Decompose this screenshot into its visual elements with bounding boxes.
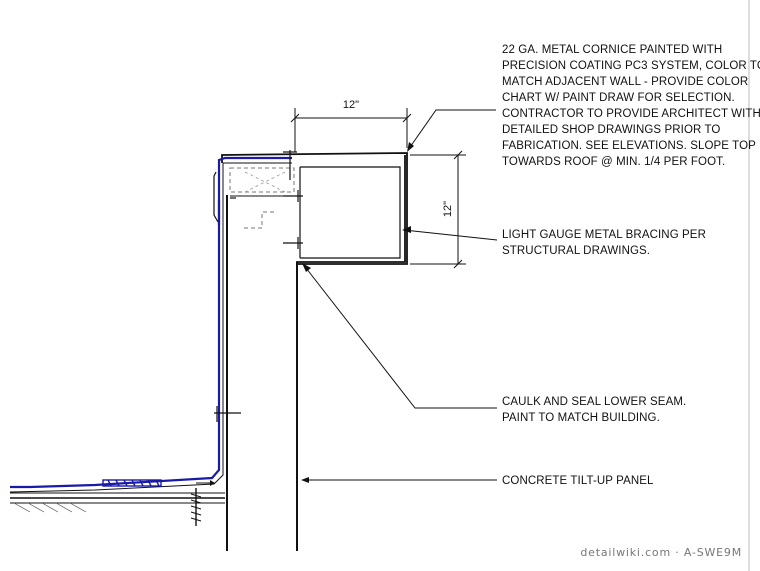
note-line: DETAILED SHOP DRAWINGS PRIOR TO [502,124,720,136]
roof-membrane [9,156,292,493]
note-line: TOWARDS ROOF @ MIN. 1/4 PER FOOT. [502,156,725,168]
concrete-tilt-up-panel [226,195,298,551]
roof-deck [10,479,225,526]
note-caulk: CAULK AND SEAL LOWER SEAM. PAINT TO MATC… [502,396,686,424]
note-cornice: 22 GA. METAL CORNICE PAINTED WITH PRECIS… [502,44,760,168]
dimension-width [290,108,412,152]
metal-cornice [221,152,408,265]
fastener-ticks [214,150,303,422]
note-line: CHART W/ PAINT DRAW FOR SELECTION. [502,92,735,104]
note-panel: CONCRETE TILT-UP PANEL [502,475,654,487]
dimension-width-label: 12" [343,99,359,111]
dimension-height-label: 12" [442,201,454,217]
footer-watermark: detailwiki.com · A-SWE9M [580,546,742,559]
note-line: CAULK AND SEAL LOWER SEAM. [502,396,686,408]
note-line: LIGHT GAUGE METAL BRACING PER [502,229,706,241]
note-line: PAINT TO MATCH BUILDING. [502,412,660,424]
leader-arrowheads [301,142,414,483]
note-bracing: LIGHT GAUGE METAL BRACING PER STRUCTURAL… [502,229,706,257]
note-line: FABRICATION. SEE ELEVATIONS. SLOPE TOP [502,140,756,152]
dimension-height [410,150,466,269]
note-line: 22 GA. METAL CORNICE PAINTED WITH [502,44,722,56]
note-line: PRECISION COATING PC3 SYSTEM, COLOR TO [502,60,760,72]
leader-lines [303,109,498,481]
note-line: CONCRETE TILT-UP PANEL [502,475,654,487]
note-line: STRUCTURAL DRAWINGS. [502,245,650,257]
note-line: MATCH ADJACENT WALL - PROVIDE COLOR [502,76,748,88]
note-line: CONTRACTOR TO PROVIDE ARCHITECT WITH [502,108,760,120]
